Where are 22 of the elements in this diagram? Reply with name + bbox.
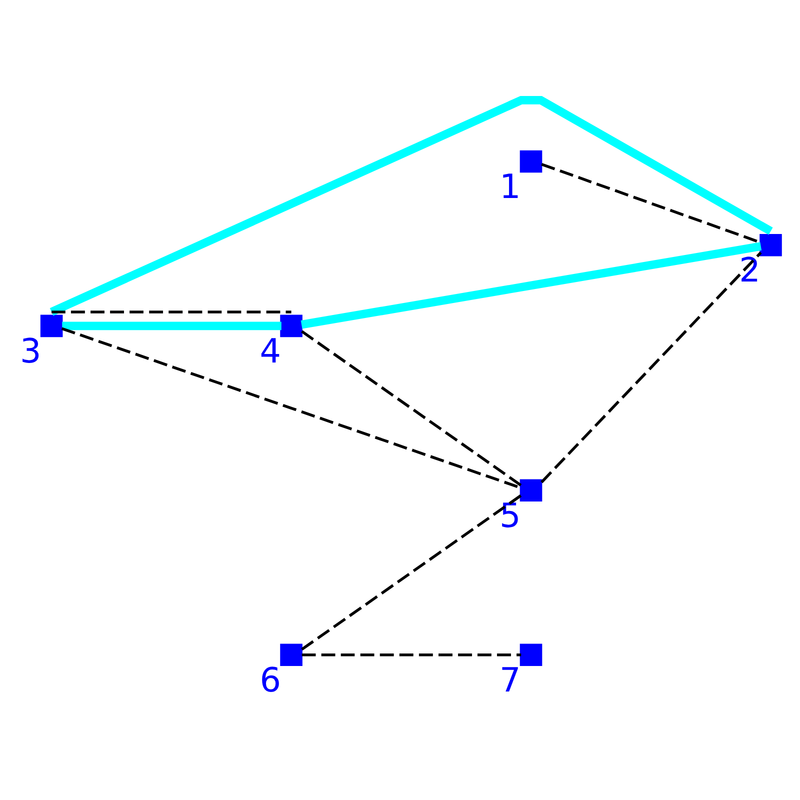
node-box <box>760 233 782 256</box>
connector <box>302 652 522 656</box>
connector <box>300 242 762 328</box>
connector <box>301 494 522 650</box>
node-box <box>520 150 542 172</box>
node-label: 3 <box>20 330 42 370</box>
node-box <box>520 643 542 666</box>
connector <box>301 330 522 486</box>
node-box <box>280 314 302 337</box>
connector <box>61 326 522 489</box>
node-label: 5 <box>499 495 521 534</box>
node-label: 7 <box>499 660 521 699</box>
node-label: 1 <box>499 166 521 206</box>
node-label: 4 <box>260 330 282 370</box>
connector <box>50 95 773 316</box>
connector <box>540 251 762 483</box>
node-box <box>520 478 542 502</box>
node-box <box>40 314 63 337</box>
connector <box>62 321 282 330</box>
node-label: 6 <box>260 660 282 699</box>
connector <box>52 310 292 313</box>
node-box <box>280 643 302 666</box>
